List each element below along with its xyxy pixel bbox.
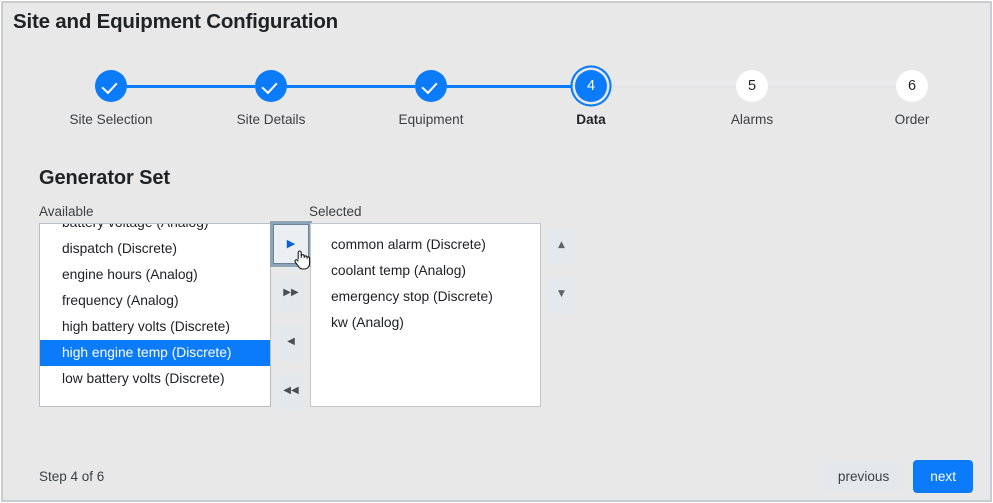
step-number: 4 bbox=[586, 78, 596, 94]
stepper-step-equipment[interactable]: Equipment bbox=[351, 63, 511, 127]
stepper-connector bbox=[287, 85, 415, 88]
selected-list-label: Selected bbox=[309, 204, 362, 219]
footer-buttons: previous next bbox=[822, 460, 973, 493]
step-number-badge: 6 bbox=[896, 70, 928, 102]
stepper-connector bbox=[768, 85, 896, 88]
step-number-badge: 4 bbox=[575, 70, 607, 102]
step-number: 5 bbox=[747, 78, 757, 94]
move-right-button[interactable]: ▶ bbox=[273, 224, 309, 264]
selected-listbox[interactable]: common alarm (Discrete) coolant temp (Ana… bbox=[310, 223, 541, 407]
check-icon bbox=[255, 70, 287, 102]
move-down-button[interactable]: ▼ bbox=[546, 276, 577, 313]
move-up-button[interactable]: ▲ bbox=[546, 227, 577, 264]
stepper-connector bbox=[607, 85, 736, 88]
step-counter: Step 4 of 6 bbox=[39, 469, 105, 484]
stepper-step-site-details[interactable]: Site Details bbox=[191, 63, 351, 127]
step-number: 6 bbox=[907, 78, 917, 94]
list-item[interactable]: battery voltage (Analog) bbox=[40, 224, 270, 236]
list-item[interactable]: coolant temp (Analog) bbox=[331, 263, 466, 278]
step-number-badge: 5 bbox=[736, 70, 768, 102]
page-title: Site and Equipment Configuration bbox=[13, 10, 339, 33]
stepper-step-label: Order bbox=[894, 112, 930, 127]
stepper-step-label: Site Details bbox=[236, 112, 306, 127]
order-button-group: ▲▼ bbox=[546, 227, 577, 325]
move-left-button[interactable]: ◀ bbox=[274, 323, 308, 361]
list-item[interactable]: frequency (Analog) bbox=[62, 293, 179, 308]
stepper-step-label: Equipment bbox=[398, 112, 464, 127]
move-down-icon: ▼ bbox=[558, 289, 565, 299]
list-item[interactable]: common alarm (Discrete) bbox=[331, 237, 486, 252]
move-all-left-button[interactable]: ◀◀ bbox=[274, 372, 308, 410]
stepper-step-label: Alarms bbox=[730, 112, 774, 127]
move-left-icon: ◀ bbox=[287, 336, 295, 347]
list-item[interactable]: high engine temp (Discrete) bbox=[40, 340, 270, 366]
stepper-step-label: Data bbox=[576, 112, 606, 127]
list-item[interactable]: emergency stop (Discrete) bbox=[331, 289, 493, 304]
stepper-step-label: Site Selection bbox=[69, 112, 153, 127]
move-all-right-button[interactable]: ▶▶ bbox=[274, 274, 308, 312]
available-list-label: Available bbox=[39, 204, 94, 219]
stepper-connector bbox=[447, 85, 575, 88]
list-item[interactable]: engine hours (Analog) bbox=[62, 267, 198, 282]
move-up-icon: ▲ bbox=[558, 240, 565, 250]
available-listbox[interactable]: battery voltage (Analog) dispatch (Discre… bbox=[39, 223, 271, 407]
check-icon bbox=[95, 70, 127, 102]
stepper-step-site-selection[interactable]: Site Selection bbox=[31, 63, 191, 127]
check-icon bbox=[415, 70, 447, 102]
list-item[interactable]: low battery volts (Discrete) bbox=[62, 371, 225, 386]
previous-button[interactable]: previous bbox=[822, 460, 905, 493]
list-item[interactable]: dispatch (Discrete) bbox=[62, 241, 178, 256]
move-all-left-icon: ◀◀ bbox=[283, 385, 299, 396]
stepper-connector bbox=[127, 85, 255, 88]
list-item[interactable]: high battery volts (Discrete) bbox=[62, 319, 230, 334]
move-right-icon: ▶ bbox=[286, 237, 296, 250]
next-button[interactable]: next bbox=[913, 460, 973, 493]
transfer-button-group: ▶▶▶◀◀◀ bbox=[273, 224, 309, 421]
list-item[interactable]: kw (Analog) bbox=[331, 315, 404, 330]
move-all-right-icon: ▶▶ bbox=[283, 287, 299, 298]
section-title: Generator Set bbox=[39, 167, 170, 189]
